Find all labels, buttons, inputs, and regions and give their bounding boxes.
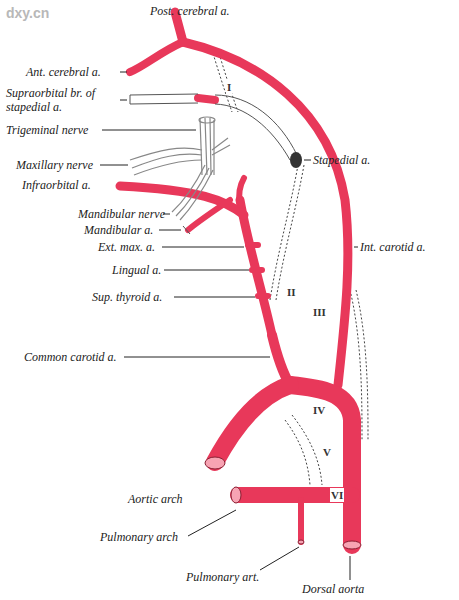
leader-lines <box>100 72 358 580</box>
vessel-label: Infraorbital a. <box>22 178 91 192</box>
arteries <box>120 12 352 545</box>
cut-ends <box>205 457 361 549</box>
vessel-label: Common carotid a. <box>24 350 117 364</box>
vessel-label: Lingual a. <box>112 263 161 277</box>
vessel-label: Int. carotid a. <box>360 240 426 254</box>
vessel-label: Aortic arch <box>128 492 183 506</box>
vessel-label: Stapedial a. <box>313 153 370 167</box>
nerve-label: Maxillary nerve <box>16 158 93 172</box>
stapedial-stump <box>290 152 302 168</box>
vessel-label: Mandibular a. <box>84 223 153 237</box>
nerve-label: Mandibular nerve <box>78 207 165 221</box>
vessel-label: Dorsal aorta <box>302 582 364 596</box>
vessel-label: Pulmonary arch <box>100 530 178 544</box>
nerve-label: Trigeminal nerve <box>6 123 88 137</box>
arch-number: I <box>226 80 232 94</box>
vessel-label: Ant. cerebral a. <box>26 65 101 79</box>
trigeminal-nerve <box>130 117 230 220</box>
vessel-label: Ext. max. a. <box>98 240 155 254</box>
vessel-label: Supraorbital br. of stapedial a. <box>6 86 118 114</box>
vessel-label: Post. cerebral a. <box>150 4 230 18</box>
arch-number: IV <box>312 403 326 417</box>
vessel-label: Pulmonary art. <box>186 570 259 584</box>
arch-number: V <box>322 445 332 459</box>
watermark: dxy.cn <box>6 6 49 20</box>
arch-number: II <box>286 285 297 299</box>
arch-number: III <box>312 305 327 319</box>
arch-number: VI <box>330 488 344 502</box>
vessel-label: Sup. thyroid a. <box>92 290 162 304</box>
